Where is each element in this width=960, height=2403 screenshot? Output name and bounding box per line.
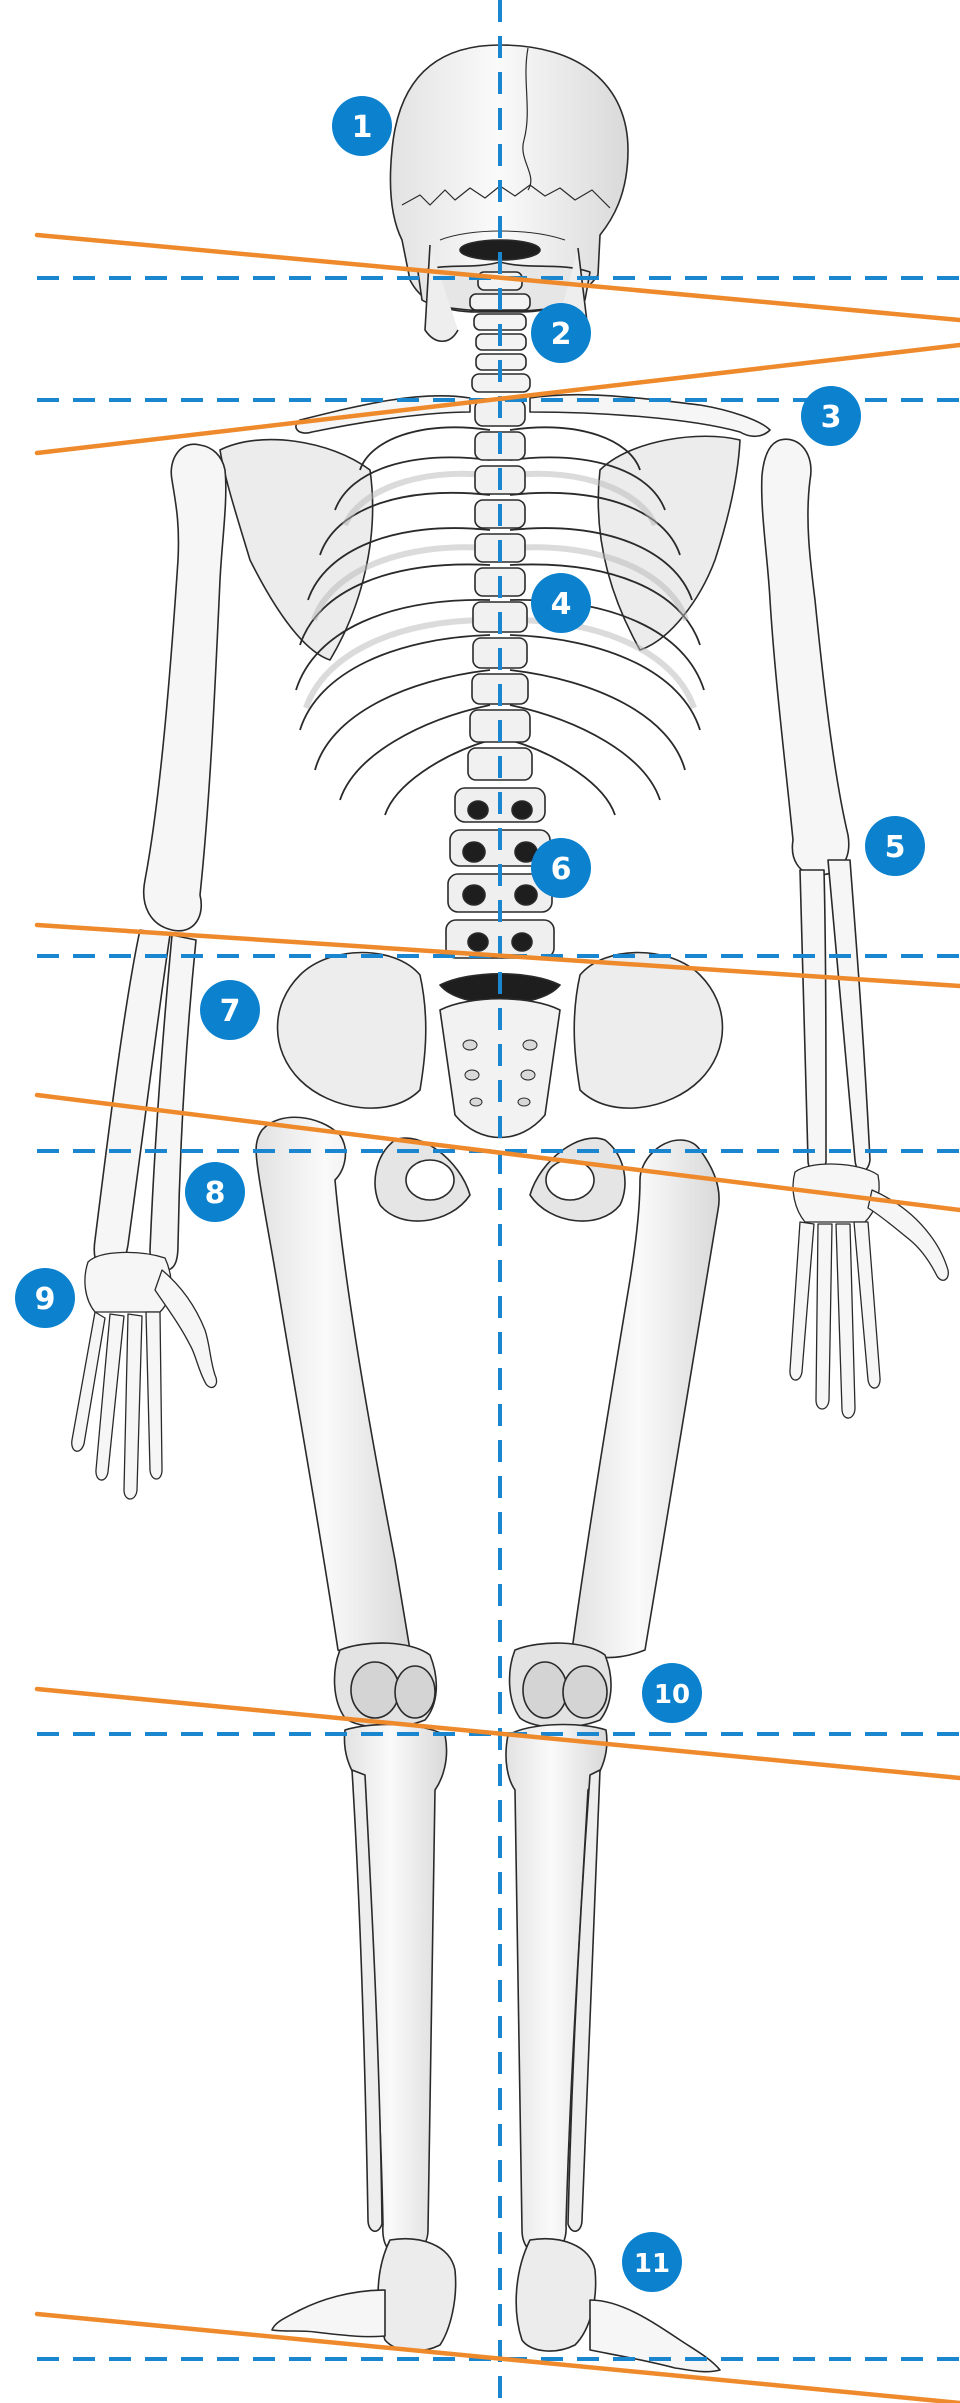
marker-8: 8: [185, 1162, 245, 1222]
right-arm: [762, 439, 870, 1172]
marker-8-label: 8: [205, 1176, 226, 1211]
marker-2-label: 2: [551, 317, 572, 352]
marker-5-label: 5: [885, 830, 906, 865]
marker-7: 7: [200, 980, 260, 1040]
lower-legs: [344, 1725, 606, 2257]
marker-11: 11: [622, 2232, 682, 2292]
marker-11-label: 11: [634, 2249, 670, 2279]
marker-7-label: 7: [220, 994, 241, 1029]
marker-1: 1: [332, 96, 392, 156]
marker-3: 3: [801, 386, 861, 446]
marker-9: 9: [15, 1268, 75, 1328]
marker-4: 4: [531, 573, 591, 633]
marker-2: 2: [531, 303, 591, 363]
marker-5: 5: [865, 816, 925, 876]
marker-9-label: 9: [35, 1282, 56, 1317]
marker-10-label: 10: [654, 1680, 690, 1710]
left-scapula: [220, 440, 373, 660]
left-hand: [72, 1252, 217, 1499]
knees: [335, 1643, 612, 1727]
marker-6: 6: [531, 838, 591, 898]
marker-1-label: 1: [352, 110, 373, 145]
right-hand: [790, 1164, 948, 1418]
marker-10: 10: [642, 1663, 702, 1723]
left-arm: [94, 444, 226, 1272]
marker-4-label: 4: [551, 587, 572, 622]
marker-6-label: 6: [551, 852, 572, 887]
lumbar-spine: [440, 788, 560, 1004]
marker-3-label: 3: [821, 400, 842, 435]
